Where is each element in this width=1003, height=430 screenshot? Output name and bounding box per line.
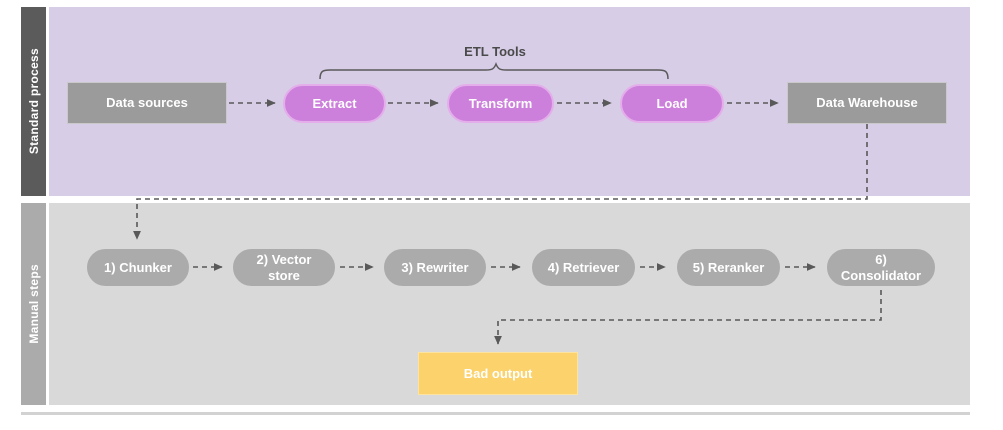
node-consolidator-label: 6) Consolidator (840, 251, 922, 283)
node-bad-output-label: Bad output (463, 365, 533, 381)
node-load[interactable]: Load (620, 84, 724, 123)
node-chunker[interactable]: 1) Chunker (85, 247, 191, 288)
node-reranker[interactable]: 5) Reranker (675, 247, 782, 288)
lane-header-standard-process[interactable]: Standard process (21, 7, 46, 196)
node-chunker-label: 1) Chunker (104, 259, 172, 275)
node-transform[interactable]: Transform (447, 84, 554, 123)
lane-label-standard-process: Standard process (26, 48, 41, 155)
node-extract[interactable]: Extract (283, 84, 386, 123)
etl-tools-label: ETL Tools (464, 44, 526, 59)
node-bad-output[interactable]: Bad output (418, 352, 578, 395)
node-reranker-label: 5) Reranker (692, 259, 765, 275)
bottom-divider (21, 412, 970, 415)
node-extract-label: Extract (312, 95, 357, 111)
lane-label-manual-steps: Manual steps (26, 264, 41, 344)
node-consolidator[interactable]: 6) Consolidator (825, 247, 937, 288)
lane-header-manual-steps[interactable]: Manual steps (21, 203, 46, 405)
node-rewriter-label: 3) Rewriter (401, 259, 469, 275)
node-vector-store-label: 2) Vector store (256, 251, 312, 283)
node-data-sources[interactable]: Data sources (67, 82, 227, 124)
node-transform-label: Transform (468, 95, 533, 111)
node-vector-store[interactable]: 2) Vector store (231, 247, 337, 288)
node-data-warehouse-label: Data Warehouse (816, 95, 918, 110)
node-load-label: Load (656, 95, 688, 111)
node-data-sources-label: Data sources (106, 95, 188, 110)
node-retriever-label: 4) Retriever (547, 259, 620, 275)
node-data-warehouse[interactable]: Data Warehouse (787, 82, 947, 124)
node-retriever[interactable]: 4) Retriever (530, 247, 637, 288)
node-rewriter[interactable]: 3) Rewriter (382, 247, 488, 288)
